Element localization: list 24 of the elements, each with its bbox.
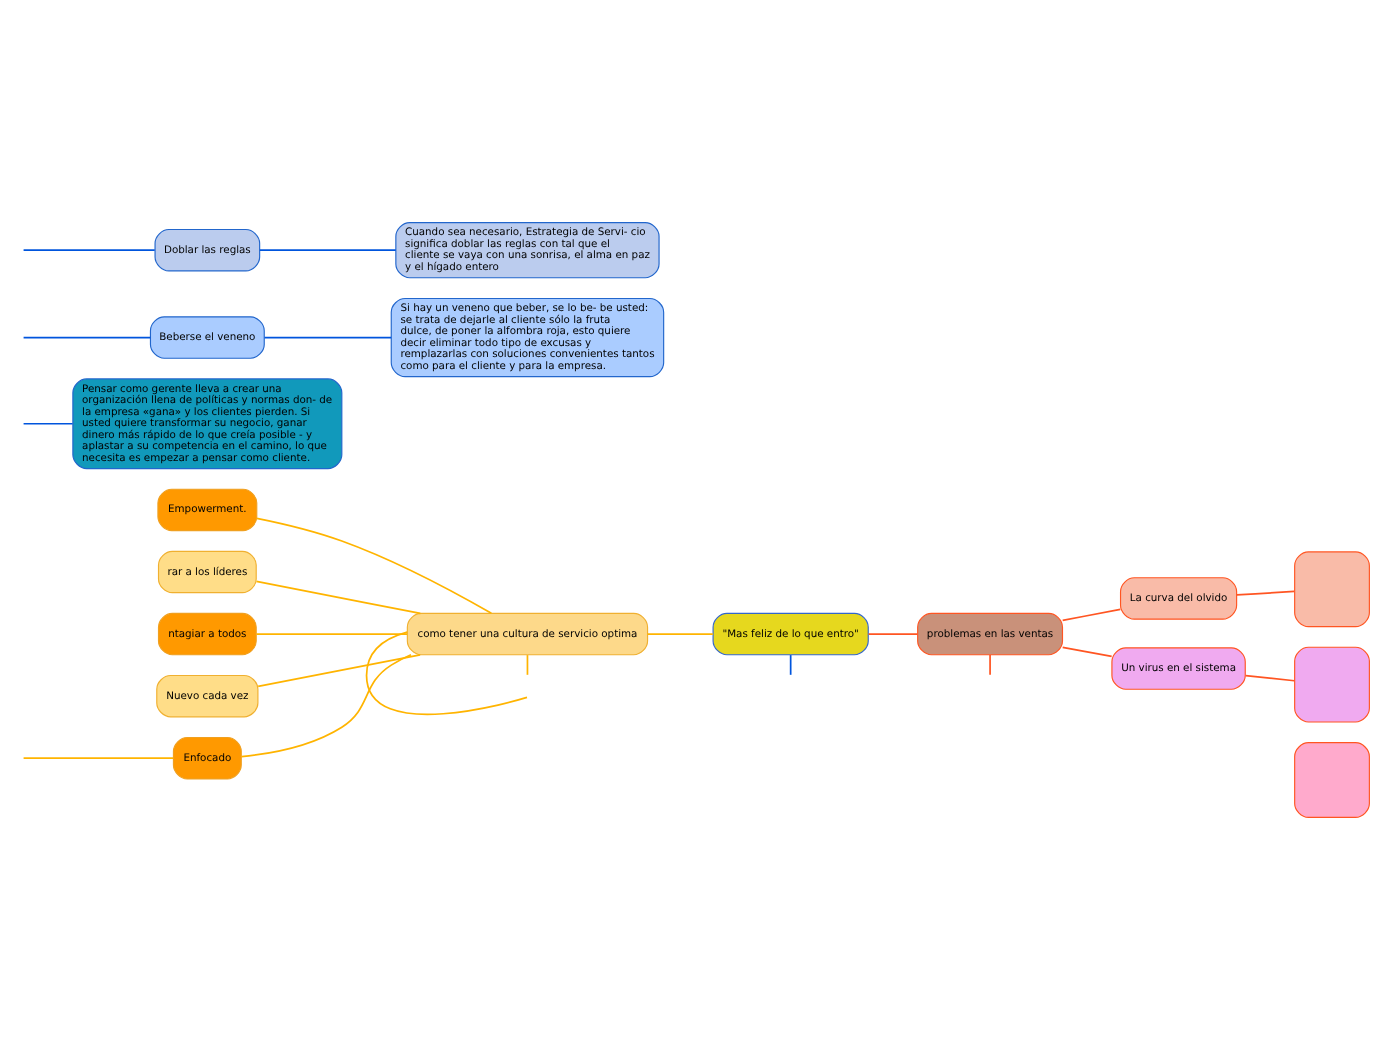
connector xyxy=(365,631,528,716)
connector xyxy=(646,633,714,635)
connector xyxy=(1236,590,1296,596)
connector xyxy=(526,654,529,676)
connector xyxy=(257,653,421,688)
connector xyxy=(255,580,422,615)
connector xyxy=(259,249,397,252)
connector xyxy=(1244,674,1296,682)
node-box xyxy=(1294,646,1370,723)
connector xyxy=(1061,608,1122,622)
connector xyxy=(22,336,152,339)
connector xyxy=(22,757,175,760)
connector xyxy=(867,633,919,635)
connector xyxy=(263,336,393,339)
connector xyxy=(22,422,74,425)
connector xyxy=(255,633,409,635)
connector xyxy=(989,654,991,676)
connector xyxy=(1061,646,1113,658)
node-box xyxy=(1294,551,1370,628)
connector xyxy=(22,249,156,252)
connector xyxy=(255,517,493,615)
connector xyxy=(240,653,412,758)
connector xyxy=(789,654,792,676)
node-box xyxy=(1294,742,1370,818)
